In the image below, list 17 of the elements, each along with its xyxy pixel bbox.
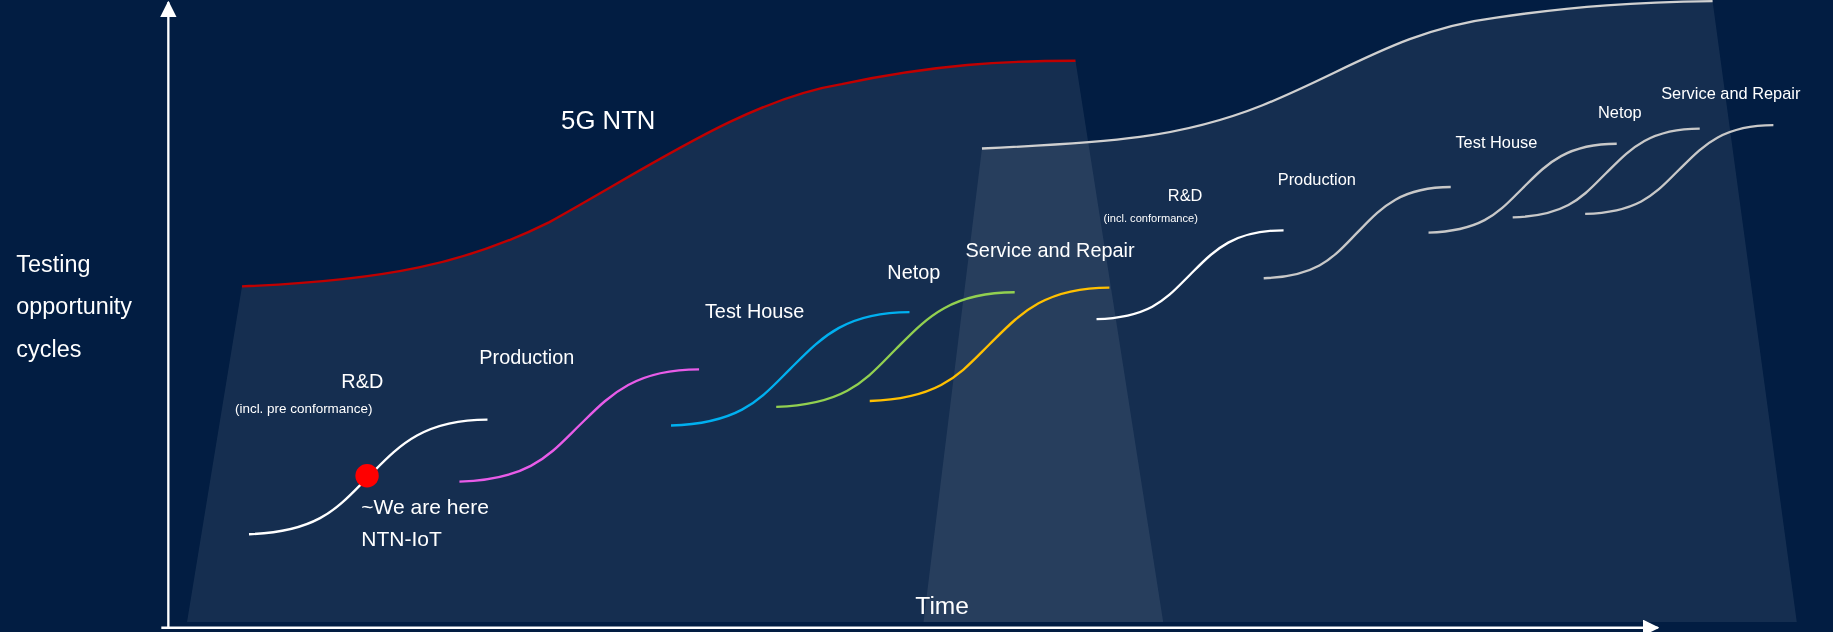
phase-label: Production — [479, 346, 575, 370]
axis-label: Testing opportunity cycles — [16, 250, 134, 364]
phase-note: (incl. pre conformance) — [234, 400, 373, 418]
phase-label: Service and Repair — [965, 239, 1135, 264]
phase-note: (incl. conformance) — [1103, 211, 1198, 225]
phase-label: Test House — [1455, 133, 1538, 153]
phase-label: Netop — [887, 261, 941, 286]
phase-label: Test House — [704, 300, 805, 325]
axis-label: Time — [915, 590, 969, 620]
phase-label: Netop — [1598, 102, 1642, 123]
phase-label: Production — [1277, 169, 1356, 190]
marker-label: NTN-IoT — [361, 527, 442, 553]
phase-label: R&D — [341, 370, 384, 395]
phase-label: Service and Repair — [1661, 84, 1801, 104]
series-title: 5G NTN — [561, 105, 656, 137]
phase-label: R&D — [1167, 185, 1203, 206]
marker-label: ~We are here — [361, 495, 489, 521]
